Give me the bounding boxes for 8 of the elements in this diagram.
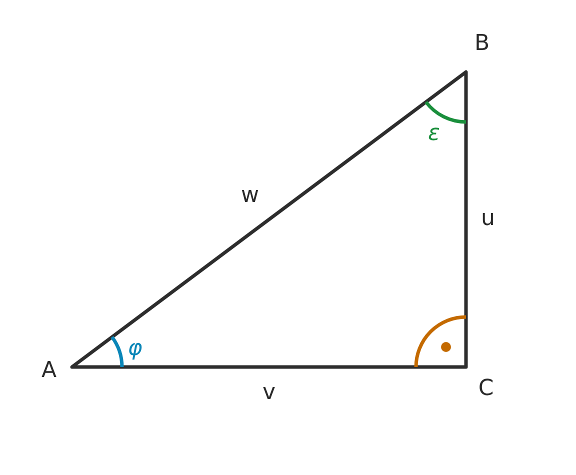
vertex-label: A xyxy=(41,360,57,382)
vertex-label: C xyxy=(478,378,494,400)
side-label: v xyxy=(262,382,276,404)
side-label: w xyxy=(241,185,259,207)
angle-label: φ xyxy=(128,338,142,360)
side-label: u xyxy=(481,208,495,230)
angle-label: ε xyxy=(428,123,440,145)
vertex-label: B xyxy=(474,33,490,55)
